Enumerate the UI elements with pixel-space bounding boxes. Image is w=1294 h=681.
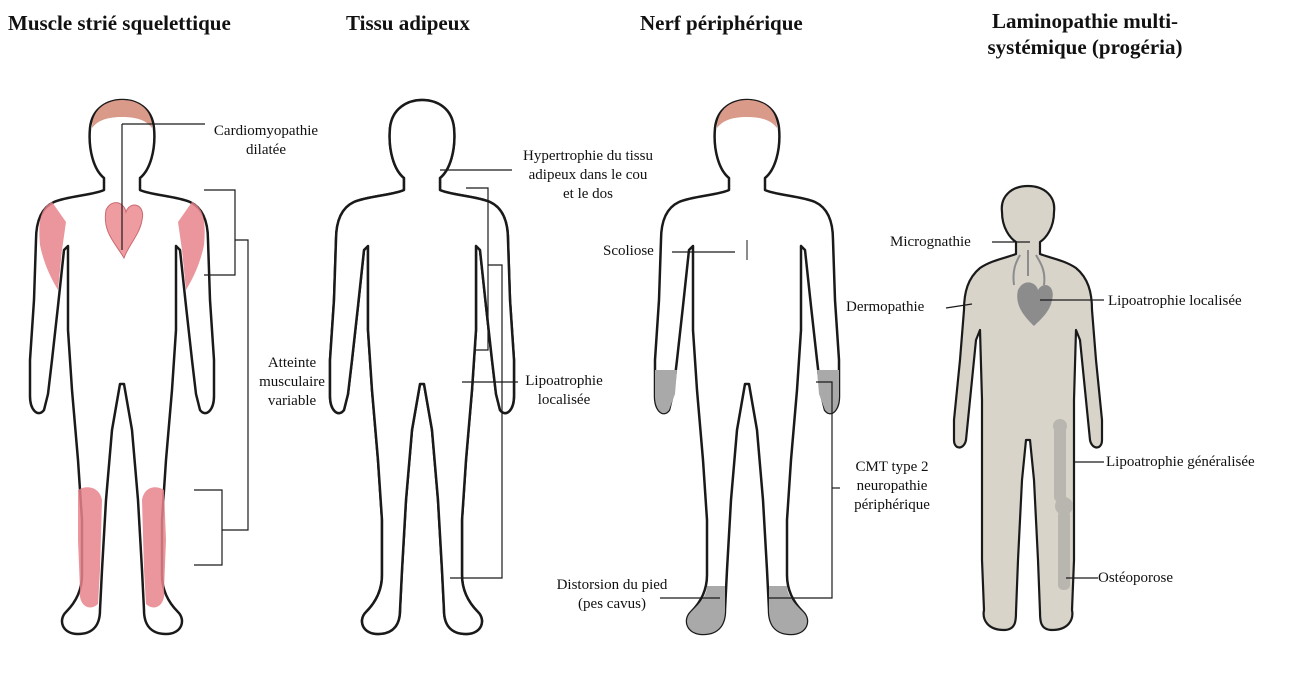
label-scoliose: Scoliose <box>603 242 654 261</box>
label-line: et le dos <box>508 185 668 204</box>
label-atteinte-musculaire: Atteinte musculaire variable <box>252 354 332 411</box>
label-line: Hypertrophie du tissu <box>508 147 668 166</box>
label-line: neuropathie <box>838 477 946 496</box>
figure-progeria <box>954 186 1102 630</box>
panel-title-progeria-line2: systémique (progéria) <box>960 34 1210 60</box>
label-line: CMT type 2 <box>838 458 946 477</box>
label-cardiomyopathie: Cardiomyopathie dilatée <box>206 122 326 160</box>
label-line: dilatée <box>206 141 326 160</box>
figure-adipose <box>330 100 514 634</box>
label-line: Distorsion du pied <box>538 576 686 595</box>
label-lipoatrophie-localisee-adipose: Lipoatrophie localisée <box>514 372 614 410</box>
label-distorsion-pied: Distorsion du pied (pes cavus) <box>538 576 686 614</box>
panel-title-nerve: Nerf périphérique <box>640 10 803 36</box>
label-line: adipeux dans le cou <box>508 166 668 185</box>
label-line: (pes cavus) <box>538 595 686 614</box>
label-line: Cardiomyopathie <box>206 122 326 141</box>
label-dermopathie: Dermopathie <box>846 298 924 317</box>
figure-muscle <box>30 100 248 634</box>
panel-title-progeria: Laminopathie multi- systémique (progéria… <box>960 8 1210 60</box>
label-lipoatrophie-generalisee: Lipoatrophie généralisée <box>1106 453 1255 472</box>
label-hypertrophie: Hypertrophie du tissu adipeux dans le co… <box>508 147 668 204</box>
label-line: Atteinte <box>252 354 332 373</box>
label-line: Lipoatrophie <box>514 372 614 391</box>
label-line: localisée <box>514 391 614 410</box>
label-osteoporose: Ostéoporose <box>1098 569 1173 588</box>
figure-nerve <box>655 100 839 634</box>
label-line: périphérique <box>838 496 946 515</box>
panel-title-progeria-line1: Laminopathie multi- <box>960 8 1210 34</box>
label-cmt: CMT type 2 neuropathie périphérique <box>838 458 946 515</box>
label-lipoatrophie-localisee: Lipoatrophie localisée <box>1108 292 1242 311</box>
label-micrognathie: Micrognathie <box>890 233 971 252</box>
panel-title-muscle: Muscle strié squelettique <box>8 10 231 36</box>
label-line: musculaire <box>252 373 332 392</box>
label-line: variable <box>252 392 332 411</box>
panel-title-adipose: Tissu adipeux <box>346 10 470 36</box>
